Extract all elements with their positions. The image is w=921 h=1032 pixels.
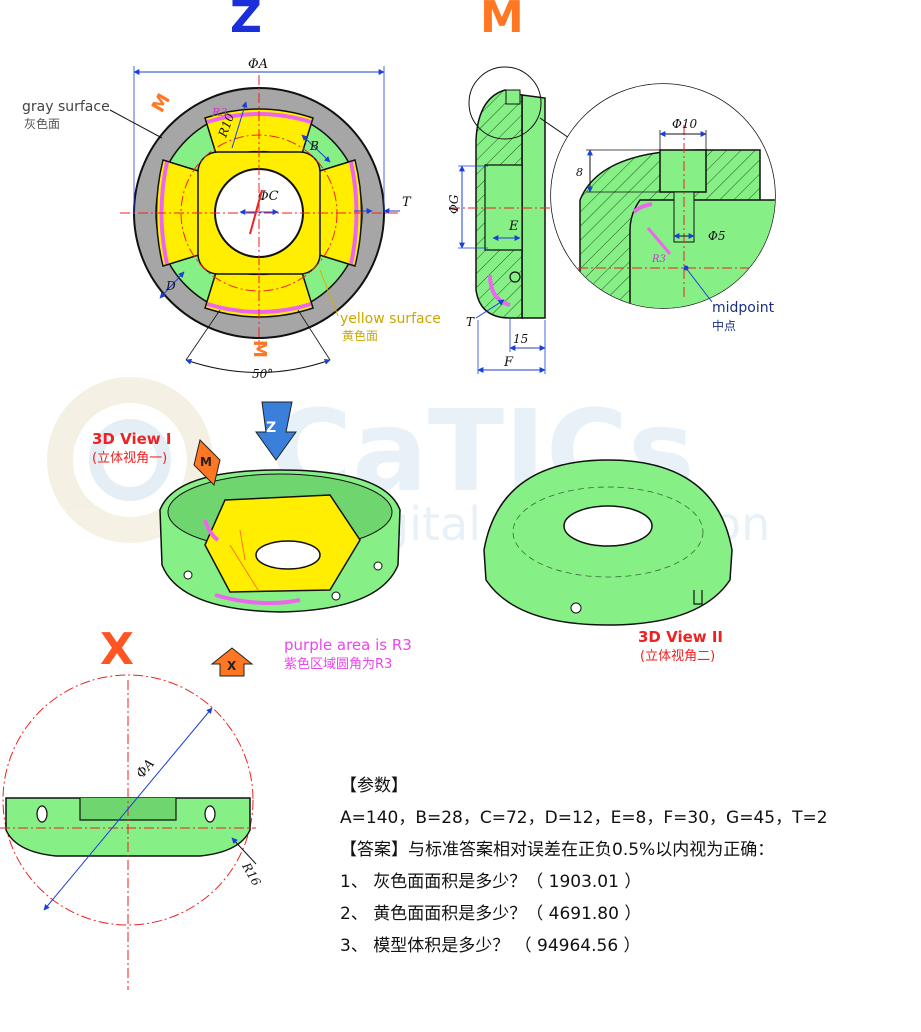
view-3d-one: M Z X 3D View I (立体视角一) purple area is R… bbox=[92, 401, 412, 677]
dim-r3-top: R3 bbox=[211, 106, 227, 119]
dim-8: 8 bbox=[576, 166, 583, 179]
dim-angle: 50° bbox=[252, 367, 273, 381]
purple-area-label: purple area is R3 bbox=[284, 636, 412, 654]
dim-f: F bbox=[503, 355, 514, 370]
dim-r16: R16 bbox=[239, 859, 264, 888]
dim-t-m: T bbox=[466, 315, 475, 329]
detail-view: Φ10 8 Φ5 R3 midpoint 中点 bbox=[550, 83, 776, 333]
yellow-surface-label: yellow surface bbox=[340, 311, 441, 327]
gray-surface-label-cn: 灰色面 bbox=[24, 117, 60, 131]
view-label-m: M bbox=[480, 0, 524, 43]
gray-surface-label: gray surface bbox=[22, 99, 110, 115]
dim-e: E bbox=[508, 219, 519, 234]
svg-text:M: M bbox=[200, 455, 212, 469]
purple-area-label-cn: 紫色区域圆角为R3 bbox=[284, 656, 392, 672]
dim-15: 15 bbox=[513, 332, 528, 346]
svg-text:M: M bbox=[148, 90, 175, 116]
view-label-z: Z bbox=[230, 0, 262, 43]
view1-label-cn: (立体视角一) bbox=[92, 451, 167, 466]
dim-phi-c: ΦC bbox=[258, 189, 279, 204]
m-view: ΦG E T 15 F bbox=[447, 66, 573, 374]
midpoint-label-cn: 中点 bbox=[712, 318, 736, 333]
dim-t-z: T bbox=[402, 195, 412, 210]
z-view: ΦA R10 R3 B ΦC T D 50° M M gray surface … bbox=[22, 57, 441, 381]
question-2: 2、 黄色面面积是多少？（ 4691.80 ） bbox=[340, 904, 642, 924]
svg-text:X: X bbox=[227, 659, 237, 673]
dim-phi-g: ΦG bbox=[447, 194, 461, 214]
view1-label: 3D View I bbox=[92, 430, 171, 448]
svg-text:Z: Z bbox=[266, 420, 276, 436]
parameters-panel: 【参数】 A=140，B=28，C=72，D=12，E=8，F=30，G=45，… bbox=[340, 770, 900, 962]
view-3d-two: 3D View II (立体视角二) bbox=[483, 459, 733, 664]
question-1: 1、 灰色面面积是多少？（ 1903.01 ） bbox=[340, 872, 642, 892]
dim-b: B bbox=[309, 139, 319, 153]
params-values: A=140，B=28，C=72，D=12，E=8，F=30，G=45，T=2 bbox=[340, 808, 828, 828]
dim-r3-detail: R3 bbox=[651, 254, 666, 265]
yellow-surface-label-cn: 黄色面 bbox=[342, 329, 378, 343]
view2-label-cn: (立体视角二) bbox=[640, 649, 715, 664]
view-label-x: X bbox=[100, 624, 134, 675]
view2-label: 3D View II bbox=[638, 628, 723, 646]
x-view: ΦA R16 bbox=[0, 674, 264, 990]
dim-phi-a: ΦA bbox=[248, 57, 268, 72]
params-heading: 【参数】 bbox=[340, 776, 408, 796]
midpoint-label: midpoint bbox=[712, 300, 775, 316]
dim-d: D bbox=[165, 279, 176, 293]
answer-note: 【答案】与标准答案相对误差在正负0.5%以内视为正确： bbox=[340, 840, 775, 860]
question-3: 3、 模型体积是多少？ （ 94964.56 ） bbox=[340, 936, 641, 956]
dim-phi10: Φ10 bbox=[672, 117, 697, 131]
svg-text:M: M bbox=[249, 340, 270, 358]
dim-phi5: Φ5 bbox=[708, 229, 725, 243]
